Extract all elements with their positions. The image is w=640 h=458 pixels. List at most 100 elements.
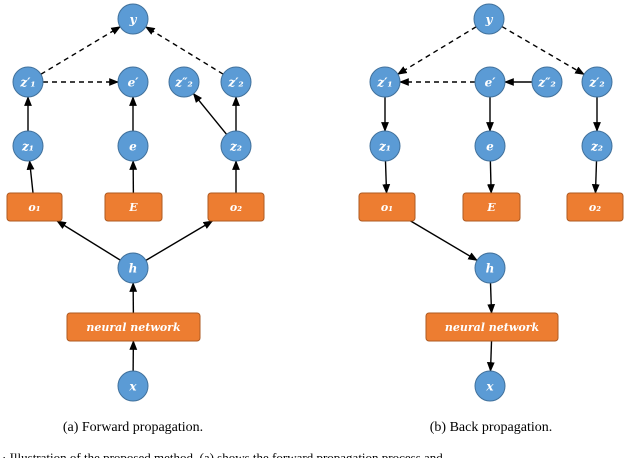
node-y-label: y — [129, 13, 138, 27]
node-h-circle — [117, 252, 149, 284]
caption-backward: (b) Back propagation. — [430, 420, 552, 435]
node-x-label: x — [485, 380, 494, 394]
node-h-label: h — [129, 262, 138, 276]
node-ep: e′ — [117, 66, 149, 98]
box-E-label: E — [128, 201, 138, 214]
node-zp1-circle — [369, 66, 401, 98]
node-h-label: h — [486, 262, 495, 276]
node-z2-label: z₂ — [590, 140, 603, 154]
node-z2: z₂ — [220, 130, 252, 162]
edge-y-to-zp2 — [501, 25, 585, 76]
box-nn-shape — [66, 312, 201, 342]
edge-z2-to-zpp2 — [192, 92, 228, 135]
edge-h-to-o2 — [145, 220, 214, 261]
box-nn: neural network — [425, 312, 559, 342]
box-o1-shape — [6, 192, 63, 222]
node-x-circle — [474, 370, 506, 402]
box-E-shape — [104, 192, 163, 222]
box-E-shape — [462, 192, 521, 222]
node-zpp2-circle — [531, 66, 563, 98]
node-h-circle — [474, 252, 506, 284]
box-o2-label: o₂ — [230, 201, 242, 214]
node-z1-circle — [12, 130, 44, 162]
box-o2-shape — [207, 192, 265, 222]
box-o2-label: o₂ — [589, 201, 601, 214]
caption-forward: (a) Forward propagation. — [63, 420, 203, 435]
box-o1: o₁ — [6, 192, 63, 222]
node-h: h — [474, 252, 506, 284]
edge-o1-to-h — [410, 220, 478, 261]
box-nn-shape — [425, 312, 559, 342]
node-x-label: x — [128, 380, 137, 394]
node-z1: z₁ — [12, 130, 44, 162]
edges — [381, 25, 601, 372]
edge-zp1-to-y — [40, 26, 121, 75]
edge-zp2-to-y — [144, 26, 224, 75]
edge-o1-to-z1 — [26, 159, 35, 194]
node-z2: z₂ — [581, 130, 613, 162]
box-o2: o₂ — [207, 192, 265, 222]
node-e-circle — [474, 130, 506, 162]
box-o2: o₂ — [566, 192, 624, 222]
node-zp1-circle — [12, 66, 44, 98]
node-e-label: e — [129, 140, 137, 154]
node-ep-circle — [117, 66, 149, 98]
node-ep: e′ — [474, 66, 506, 98]
box-o1-shape — [358, 192, 416, 222]
node-z2-circle — [581, 130, 613, 162]
node-z1-circle — [369, 130, 401, 162]
node-z1-label: z₁ — [21, 140, 34, 154]
box-o2-shape — [566, 192, 624, 222]
node-zp1: z′₁ — [369, 66, 401, 98]
edge-z2-to-o2 — [591, 160, 600, 194]
node-zpp2-circle — [168, 66, 200, 98]
box-o1: o₁ — [358, 192, 416, 222]
node-zp1-label: z′₁ — [19, 76, 35, 90]
node-zpp2: z″₂ — [168, 66, 200, 98]
node-y-circle — [117, 3, 149, 35]
edge-nn-to-x — [486, 340, 495, 372]
node-ep-circle — [474, 66, 506, 98]
node-zpp2-label: z″₂ — [537, 76, 555, 90]
node-zp2-label: z′₂ — [227, 76, 243, 90]
node-x: x — [474, 370, 506, 402]
edge-h-to-nn — [487, 282, 496, 314]
node-zp1-label: z′₁ — [376, 76, 392, 90]
node-h: h — [117, 252, 149, 284]
node-e: e — [474, 130, 506, 162]
box-E: E — [462, 192, 521, 222]
node-zp2-label: z′₂ — [588, 76, 604, 90]
node-e: e — [117, 130, 149, 162]
box-o1-label: o₁ — [381, 201, 393, 214]
node-x: x — [117, 370, 149, 402]
node-y-circle — [473, 3, 505, 35]
figure-footer-text: · Illustration of the proposed method. (… — [2, 450, 443, 458]
node-x-circle — [117, 370, 149, 402]
node-z1: z₁ — [369, 130, 401, 162]
box-o1-label: o₁ — [28, 201, 40, 214]
node-y-label: y — [485, 13, 494, 27]
box-nn: neural network — [66, 312, 201, 342]
node-zp2-circle — [220, 66, 252, 98]
node-z2-label: z₂ — [229, 140, 242, 154]
node-zp2: z′₂ — [581, 66, 613, 98]
node-zpp2-label: z″₂ — [174, 76, 192, 90]
box-E-label: E — [486, 201, 496, 214]
box-nn-label: neural network — [86, 321, 181, 334]
node-zp1: z′₁ — [12, 66, 44, 98]
box-nn-label: neural network — [445, 321, 540, 334]
edge-y-to-zp1 — [396, 26, 477, 75]
node-ep-label: e′ — [485, 76, 497, 90]
node-y: y — [117, 3, 149, 35]
node-z2-circle — [220, 130, 252, 162]
node-zpp2: z″₂ — [531, 66, 563, 98]
node-zp2-circle — [581, 66, 613, 98]
edge-h-to-o1 — [56, 220, 121, 261]
node-e-label: e — [486, 140, 494, 154]
node-ep-label: e′ — [128, 76, 140, 90]
edge-z1-to-o1 — [382, 160, 391, 194]
box-E: E — [104, 192, 163, 222]
